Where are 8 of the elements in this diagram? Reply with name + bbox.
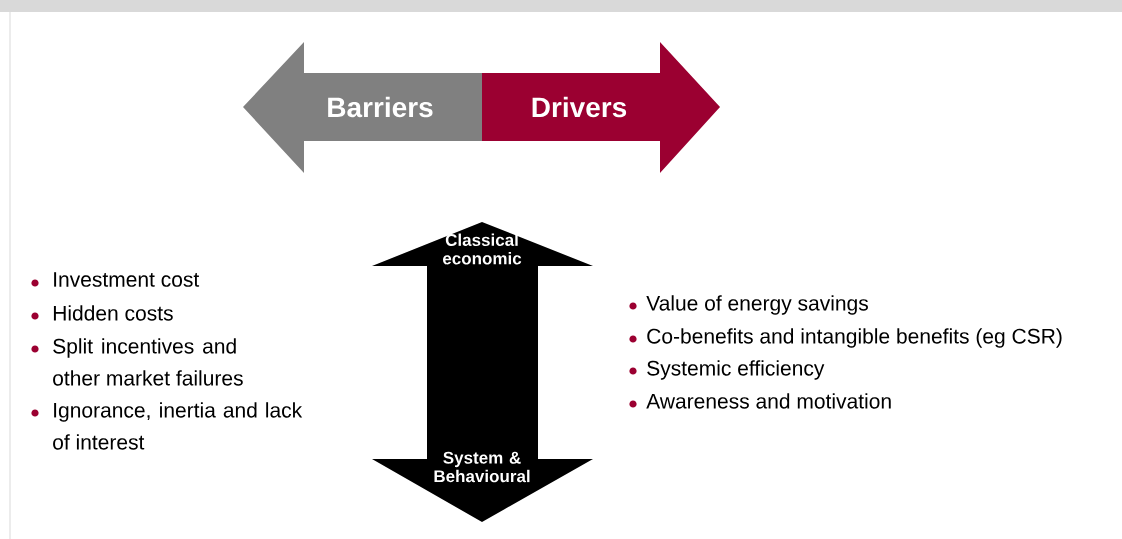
list-item: Co-benefits and intangible benefits (eg CSR) <box>647 328 1062 348</box>
list-item: Awareness and motivation <box>646 393 891 409</box>
list-item: Investment cost <box>54 272 200 287</box>
list-item: Split incentives and other market failures <box>53 338 243 386</box>
list-item: Value of energy savings <box>646 295 868 315</box>
list-item: Ignorance, inertia and lack of interest <box>53 402 303 450</box>
list-item: Systemic efficiency <box>647 360 825 380</box>
list-item: Hidden costs <box>53 305 173 321</box>
